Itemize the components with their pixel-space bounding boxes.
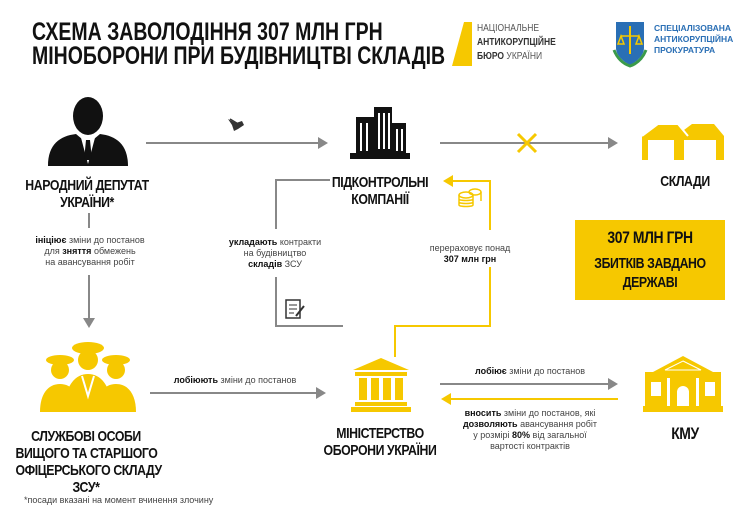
text: для (44, 246, 63, 256)
lobby-officers-label: лобіюють зміни до постанов (150, 375, 320, 386)
label-line: ПІДКОНТРОЛЬНІ (331, 174, 429, 191)
arrow-companies-to-warehouses (440, 142, 608, 144)
text: зміни до постанов, які (501, 408, 596, 418)
bold-text: складів (248, 259, 283, 269)
amends-label: вносить зміни до постанов, які дозволяют… (440, 408, 620, 452)
text: зміни до постанов (218, 375, 297, 385)
text: від загальної (530, 430, 587, 440)
nabu-text: НАЦІОНАЛЬНЕ (477, 23, 540, 34)
initiates-label: ініціює зміни до постанов для зняття обм… (15, 235, 165, 268)
text: на будівництво (243, 248, 307, 258)
nabu-text: УКРАЇНИ (506, 51, 543, 62)
arrowhead-icon (316, 387, 326, 399)
damage-amount: 307 МЛН ГРН (607, 228, 693, 247)
text: обмежень (91, 246, 136, 256)
office-building-icon (350, 107, 410, 159)
arrowhead-icon (443, 175, 453, 187)
text: зміни до постанов (66, 235, 145, 245)
label-line: ОБОРОНИ УКРАЇНИ (323, 442, 437, 459)
contracts-label: укладають контракти на будівництво склад… (200, 237, 350, 270)
military-officers-icon (40, 342, 136, 412)
lobby-ministry-label: лобіює зміни до постанов (445, 366, 615, 377)
label-line: МІНІСТЕРСТВО (336, 425, 424, 442)
footnote: *посади вказані на момент вчинення злочи… (24, 495, 214, 505)
arrow-deputy-to-officers (88, 275, 90, 319)
arrow-ministry-to-kmu (440, 383, 608, 385)
arrowhead-icon (318, 137, 328, 149)
transfers-label: перераховує понад 307 млн грн (410, 243, 530, 265)
connector-companies-contracts (275, 179, 330, 181)
label-line: УКРАЇНИ* (60, 194, 114, 211)
government-building-icon (643, 356, 723, 412)
bold-text: лобіюють (173, 375, 218, 385)
bold-text: вносить (464, 408, 502, 418)
arrowhead-icon (608, 137, 618, 149)
damage-box: 307 МЛН ГРН ЗБИТКІВ ЗАВДАНО ДЕРЖАВІ (575, 220, 725, 300)
text: на авансування робіт (45, 257, 135, 267)
connector-contracts-to-ministry (275, 325, 343, 327)
label-line: КОМПАНІЇ (351, 191, 409, 208)
connector-deputy-down (88, 213, 90, 228)
shield-emblem-icon (612, 22, 648, 68)
cross-x-icon (516, 132, 538, 154)
text: зміни до постанов (506, 366, 586, 376)
officers-label: СЛУЖБОВІ ОСОБИ ВИЩОГО ТА СТАРШОГО ОФІЦЕР… (15, 428, 162, 496)
connector-contracts-to-ministry (275, 277, 277, 327)
arrowhead-icon (83, 318, 95, 328)
label-line: НАРОДНИЙ ДЕПУТАТ (25, 177, 149, 194)
text: авансування робіт (517, 419, 598, 429)
text: вартості контрактів (490, 441, 570, 451)
bold-text: дозволяють (462, 419, 518, 429)
text: ЗСУ (282, 259, 302, 269)
text: перераховує понад (429, 243, 511, 253)
label-line: ВИЩОГО ТА СТАРШОГО (15, 445, 158, 462)
ministry-building-icon (351, 358, 411, 412)
money-flow-line (489, 267, 491, 327)
bold-text: зняття (62, 246, 92, 256)
nabu-logo: НАЦІОНАЛЬНЕ АНТИКОРУПЦІЙНЕ БЮРО УКРАЇНИ (452, 22, 562, 66)
money-flow-line (489, 180, 491, 230)
sap-text: ПРОКУРАТУРА (654, 45, 716, 55)
label-line: СЛУЖБОВІ ОСОБИ (31, 428, 141, 445)
sap-logo: СПЕЦІАЛІЗОВАНА АНТИКОРУПЦІЙНА ПРОКУРАТУР… (612, 20, 734, 68)
arrowhead-icon (608, 378, 618, 390)
arrowhead-icon (441, 393, 451, 405)
bold-text: ініціює (35, 235, 67, 245)
bold-text: укладають (228, 237, 278, 247)
nabu-text: АНТИКОРУПЦІЙНЕ (477, 37, 556, 48)
arrow-officers-to-ministry (150, 392, 316, 394)
text: у розмірі (473, 430, 513, 440)
bold-text: 80% (512, 430, 531, 440)
label-line: ЗСУ* (72, 479, 100, 496)
arrow-deputy-to-companies (146, 142, 318, 144)
bold-text: лобіює (474, 366, 507, 376)
nabu-text: БЮРО (477, 51, 505, 62)
text: контракти (277, 237, 322, 247)
money-flow-line (394, 325, 396, 357)
arrow-kmu-to-ministry (450, 398, 618, 400)
contract-document-icon (285, 299, 305, 319)
damage-text: ЗБИТКІВ ЗАВДАНО (594, 255, 706, 272)
title-line: МІНОБОРОНИ ПРИ БУДІВНИЦТВІ СКЛАДІВ (32, 42, 446, 70)
damage-text: ДЕРЖАВІ (622, 274, 678, 291)
nabu-logo-mark (452, 22, 472, 66)
bold-text: 307 млн грн (443, 254, 497, 264)
warehouse-icon (641, 123, 724, 160)
connector-companies-contracts (275, 179, 277, 229)
money-flow-line (452, 180, 491, 182)
sap-text: АНТИКОРУПЦІЙНА (654, 34, 734, 44)
bribe-hand-icon (228, 118, 244, 131)
sap-text: СПЕЦІАЛІЗОВАНА (654, 23, 732, 33)
label-line: ОФІЦЕРСЬКОГО СКЛАДУ (15, 462, 162, 479)
kmu-label: КМУ (671, 424, 699, 443)
title-line: СХЕМА ЗАВОЛОДІННЯ 307 МЛН ГРН (32, 18, 383, 46)
coins-icon (458, 188, 482, 208)
deputy-person-icon (48, 97, 128, 166)
money-flow-line (394, 325, 491, 327)
warehouses-label: СКЛАДИ (660, 173, 710, 190)
